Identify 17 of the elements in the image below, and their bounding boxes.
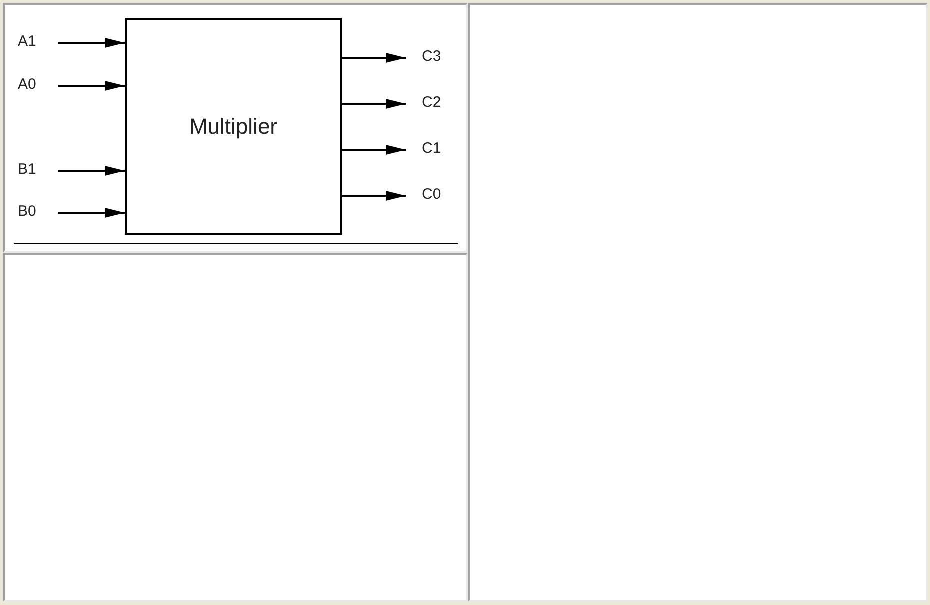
output-signal-label: C3 [406,48,456,66]
arrow [58,166,125,176]
output-signal-label: C2 [406,94,456,112]
arrow [58,208,125,218]
input-signal-label: B1 [18,161,58,179]
multiplier-block: Multiplier [125,18,342,235]
arrow [342,99,406,109]
output-signal-label: C1 [406,140,456,158]
input-signal-label: B0 [18,203,58,221]
arrow [342,145,406,155]
arrow [342,191,406,201]
output-signal-label: C0 [406,186,456,204]
arrow [342,53,406,63]
input-signal-label: A1 [18,33,58,51]
input-signal-label: A0 [18,76,58,94]
arrow [58,81,125,91]
arrow [58,38,125,48]
